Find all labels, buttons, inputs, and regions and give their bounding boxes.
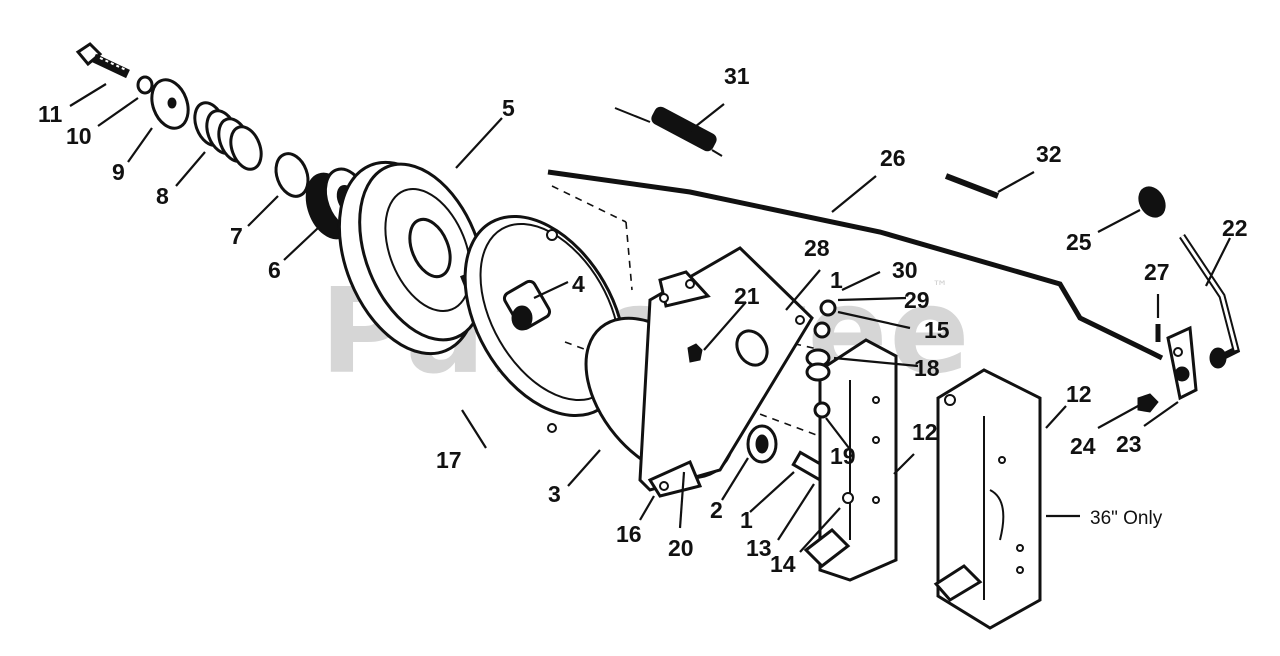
callout-24: 24 (1070, 433, 1096, 459)
leader-lines (69, 83, 1231, 553)
callout-12-left: 12 (912, 419, 938, 445)
part-12-36-only (933, 368, 1042, 630)
part-22-lever (1179, 234, 1241, 369)
part-25-cap (1138, 186, 1166, 218)
part-28-bracket (638, 246, 814, 498)
callout-23: 23 (1116, 431, 1142, 457)
callout-13: 13 (746, 535, 772, 561)
part-21-nut (687, 343, 703, 363)
watermark-trademark: ™ (932, 277, 948, 296)
callout-20: 20 (668, 535, 694, 561)
callout-26: 26 (880, 145, 906, 171)
callout-22: 22 (1222, 215, 1248, 241)
part-11-bolt (75, 42, 130, 79)
callout-19: 19 (830, 443, 856, 469)
callout-10: 10 (66, 123, 92, 149)
callout-11: 11 (38, 101, 63, 127)
part-12-bracket (803, 338, 898, 582)
callout-27: 27 (1144, 259, 1170, 285)
callout-25: 25 (1066, 229, 1092, 255)
callout-14: 14 (770, 551, 796, 577)
part-10-lockwasher (136, 75, 154, 95)
callout-21: 21 (734, 283, 760, 309)
callout-28: 28 (804, 235, 830, 261)
callout-4: 4 (572, 271, 585, 297)
part-9-washer (150, 78, 190, 130)
fasteners-group (805, 299, 837, 419)
callout-9: 9 (112, 159, 125, 185)
callout-29: 29 (904, 287, 930, 313)
callout-17: 17 (436, 447, 462, 473)
part-26-rod (547, 169, 1164, 361)
part-24-nut (1137, 393, 1159, 413)
note-36-only: 36" Only (1090, 508, 1163, 529)
callout-2: 2 (710, 497, 723, 523)
callout-3: 3 (548, 481, 561, 507)
callout-12-right: 12 (1066, 381, 1092, 407)
callout-8: 8 (156, 183, 169, 209)
callout-1-upper: 1 (830, 267, 843, 293)
part-31-spring (614, 106, 723, 157)
callout-1-lower: 1 (740, 507, 753, 533)
part-2-bushing (746, 424, 778, 464)
callout-18: 18 (914, 355, 940, 381)
part-8-spring (193, 101, 263, 171)
callout-30: 30 (892, 257, 918, 283)
callout-32: 32 (1036, 141, 1062, 167)
callout-5: 5 (502, 95, 515, 121)
part-7-ring (274, 152, 310, 198)
callout-6: 6 (268, 257, 281, 283)
callout-16: 16 (616, 521, 642, 547)
part-4-hub (502, 279, 552, 331)
part-28-knob (735, 329, 769, 367)
part-32-pin (944, 173, 1000, 199)
callout-31: 31 (724, 63, 750, 89)
part-23-plate (1166, 325, 1198, 401)
callouts: 11 10 9 8 7 6 5 4 3 2 1 1 12 12 13 14 15… (38, 63, 1248, 577)
callout-15: 15 (924, 317, 950, 343)
callout-7: 7 (230, 223, 243, 249)
assembly-guides (551, 185, 831, 441)
